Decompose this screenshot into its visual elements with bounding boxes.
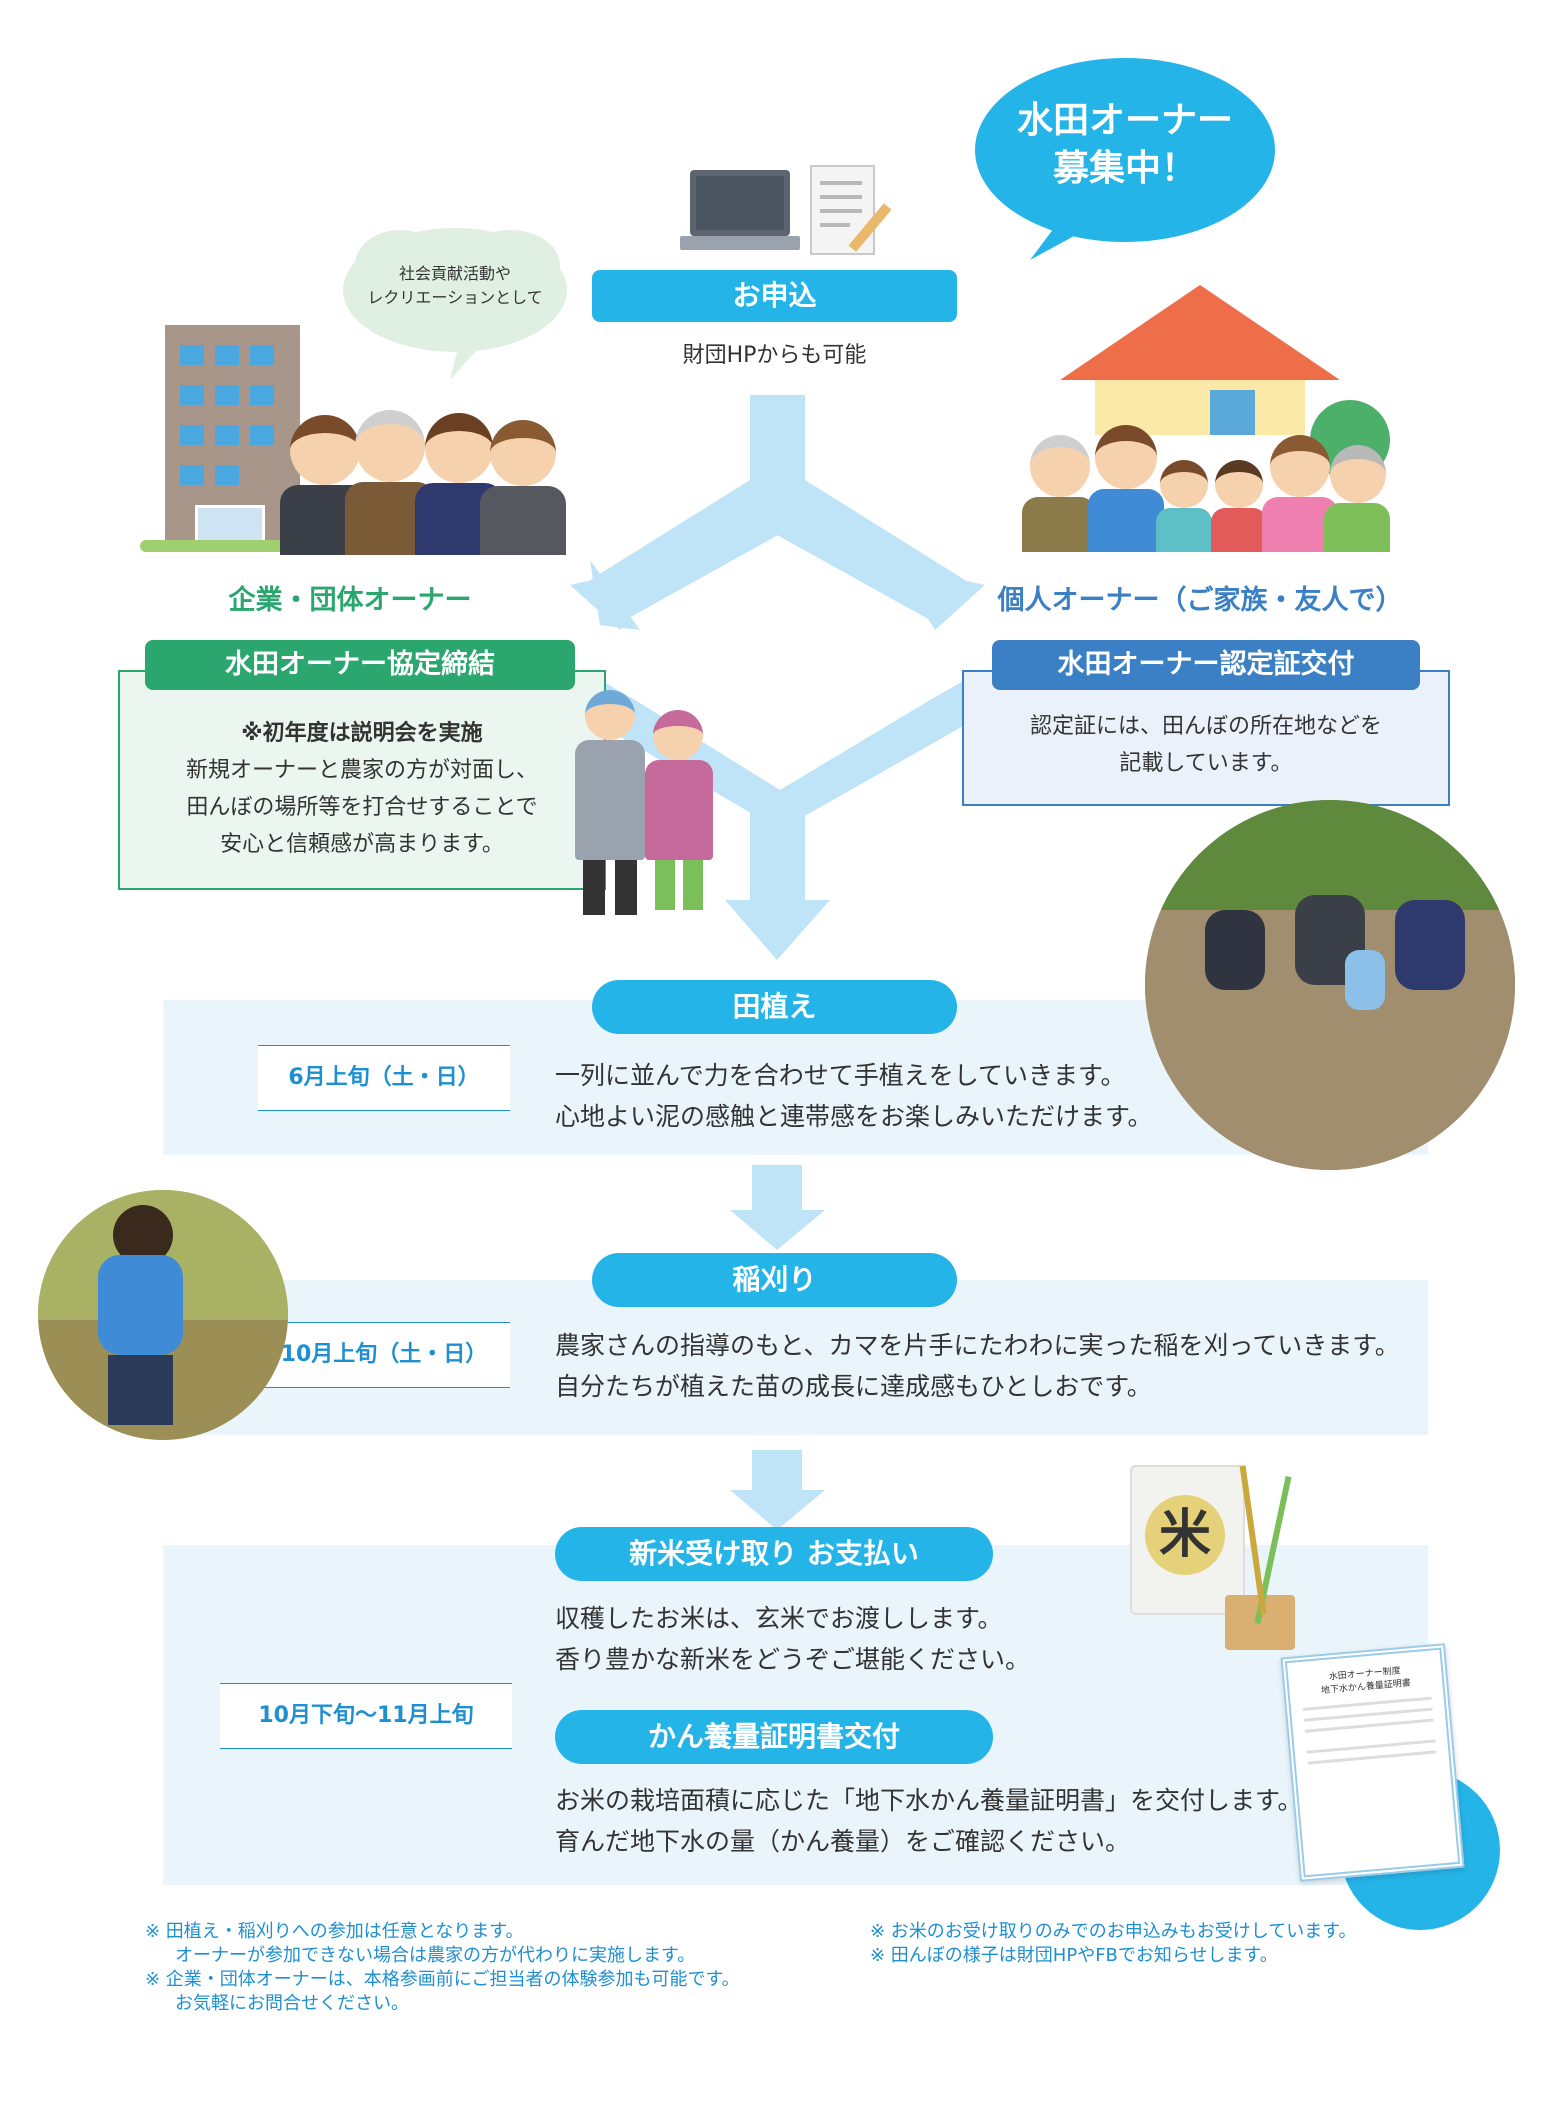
footnotes-right: ※ お米のお受け取りのみでのお申込みもお受けしています。 ※ 田んぼの様子は財団… <box>870 1920 1470 1968</box>
office-building-illustration <box>140 325 566 565</box>
personal-body-line: 認定証には、田んぼの所在地などを <box>1029 714 1382 739</box>
harvest-body-line: 農家さんの指導のもと、カマを片手にたわわに実った稲を刈っていきます。 <box>555 1331 1400 1360</box>
farmer-couple-illustration <box>575 690 725 920</box>
recruit-bubble: 水田オーナー 募集中！ <box>975 55 1275 260</box>
document-pen-icon <box>810 165 895 255</box>
footnote-line: ※ 田植え・稲刈りへの参加は任意となります。 <box>145 1921 524 1942</box>
recruit-line1: 水田オーナー <box>1016 100 1233 141</box>
receive-body-line: 収穫したお米は、玄米でお渡しします。 <box>555 1604 1003 1633</box>
corporate-box-title: 水田オーナー協定締結 <box>145 640 575 690</box>
thought-line1: 社会貢献活動や <box>398 264 511 283</box>
footnotes-left: ※ 田植え・稲刈りへの参加は任意となります。 オーナーが参加できない場合は農家の… <box>145 1920 865 2016</box>
planting-body-line: 心地よい泥の感触と連帯感をお楽しみいただけます。 <box>555 1102 1153 1131</box>
receive-date: 10月下旬〜11月上旬 <box>220 1683 512 1749</box>
thought-line2: レクリエーションとして <box>367 288 543 307</box>
recruit-line2: 募集中！ <box>1052 148 1197 189</box>
rice-harvest-photo <box>38 1190 288 1440</box>
planting-body-line: 一列に並んで力を合わせて手植えをしていきます。 <box>555 1061 1126 1090</box>
corporate-note: ※初年度は説明会を実施 <box>241 721 483 746</box>
thought-cloud: 社会貢献活動や レクリエーションとして <box>340 220 570 380</box>
personal-body-line: 記載しています。 <box>1119 751 1293 776</box>
personal-owner-heading: 個人オーナー（ご家族・友人で） <box>997 585 1403 616</box>
certificate-document-illustration: 水田オーナー制度 地下水かん養量証明書 <box>1280 1643 1500 1930</box>
rice-bag-illustration: 米 <box>1130 1455 1310 1665</box>
house-family-illustration <box>1010 285 1390 565</box>
corporate-body-line: 田んぼの場所等を打合せすることで <box>186 795 538 820</box>
apply-sub: 財団HPからも可能 <box>682 343 867 368</box>
planting-label: 田植え <box>592 980 957 1034</box>
rice-char: 米 <box>1145 1495 1225 1575</box>
footnote-line: ※ お米のお受け取りのみでのお申込みもお受けしています。 <box>870 1921 1357 1942</box>
footnote-line: ※ 田んぼの様子は財団HPやFBでお知らせします。 <box>870 1945 1278 1966</box>
corporate-owner-heading: 企業・団体オーナー <box>228 585 472 616</box>
apply-label: お申込 <box>592 270 957 322</box>
certificate-body-line: お米の栽培面積に応じた「地下水かん養量証明書」を交付します。 <box>555 1786 1303 1815</box>
personal-box-title: 水田オーナー認定証交付 <box>992 640 1420 690</box>
certificate-body-line: 育んだ地下水の量（かん養量）をご確認ください。 <box>555 1827 1131 1856</box>
corporate-body-line: 安心と信頼感が高まります。 <box>220 832 504 857</box>
footnote-line: お気軽にお問合せください。 <box>175 1993 409 2014</box>
footnote-line: ※ 企業・団体オーナーは、本格参画前にご担当者の体験参加も可能です。 <box>145 1969 740 1990</box>
corporate-body-line: 新規オーナーと農家の方が対面し、 <box>185 758 538 783</box>
planting-date: 6月上旬（土・日） <box>258 1045 510 1111</box>
harvest-date: 10月上旬（土・日） <box>258 1322 510 1388</box>
harvest-body-line: 自分たちが植えた苗の成長に達成感もひとしおです。 <box>555 1372 1152 1401</box>
footnote-line: オーナーが参加できない場合は農家の方が代わりに実施します。 <box>175 1945 696 1966</box>
rice-planting-photo <box>1145 800 1515 1170</box>
receive-body-line: 香り豊かな新米をどうぞご堪能ください。 <box>555 1645 1031 1674</box>
harvest-label: 稲刈り <box>592 1253 957 1307</box>
certificate-label: かん養量証明書交付 <box>555 1710 993 1764</box>
receive-label: 新米受け取り お支払い <box>555 1527 993 1581</box>
laptop-icon <box>680 170 800 255</box>
